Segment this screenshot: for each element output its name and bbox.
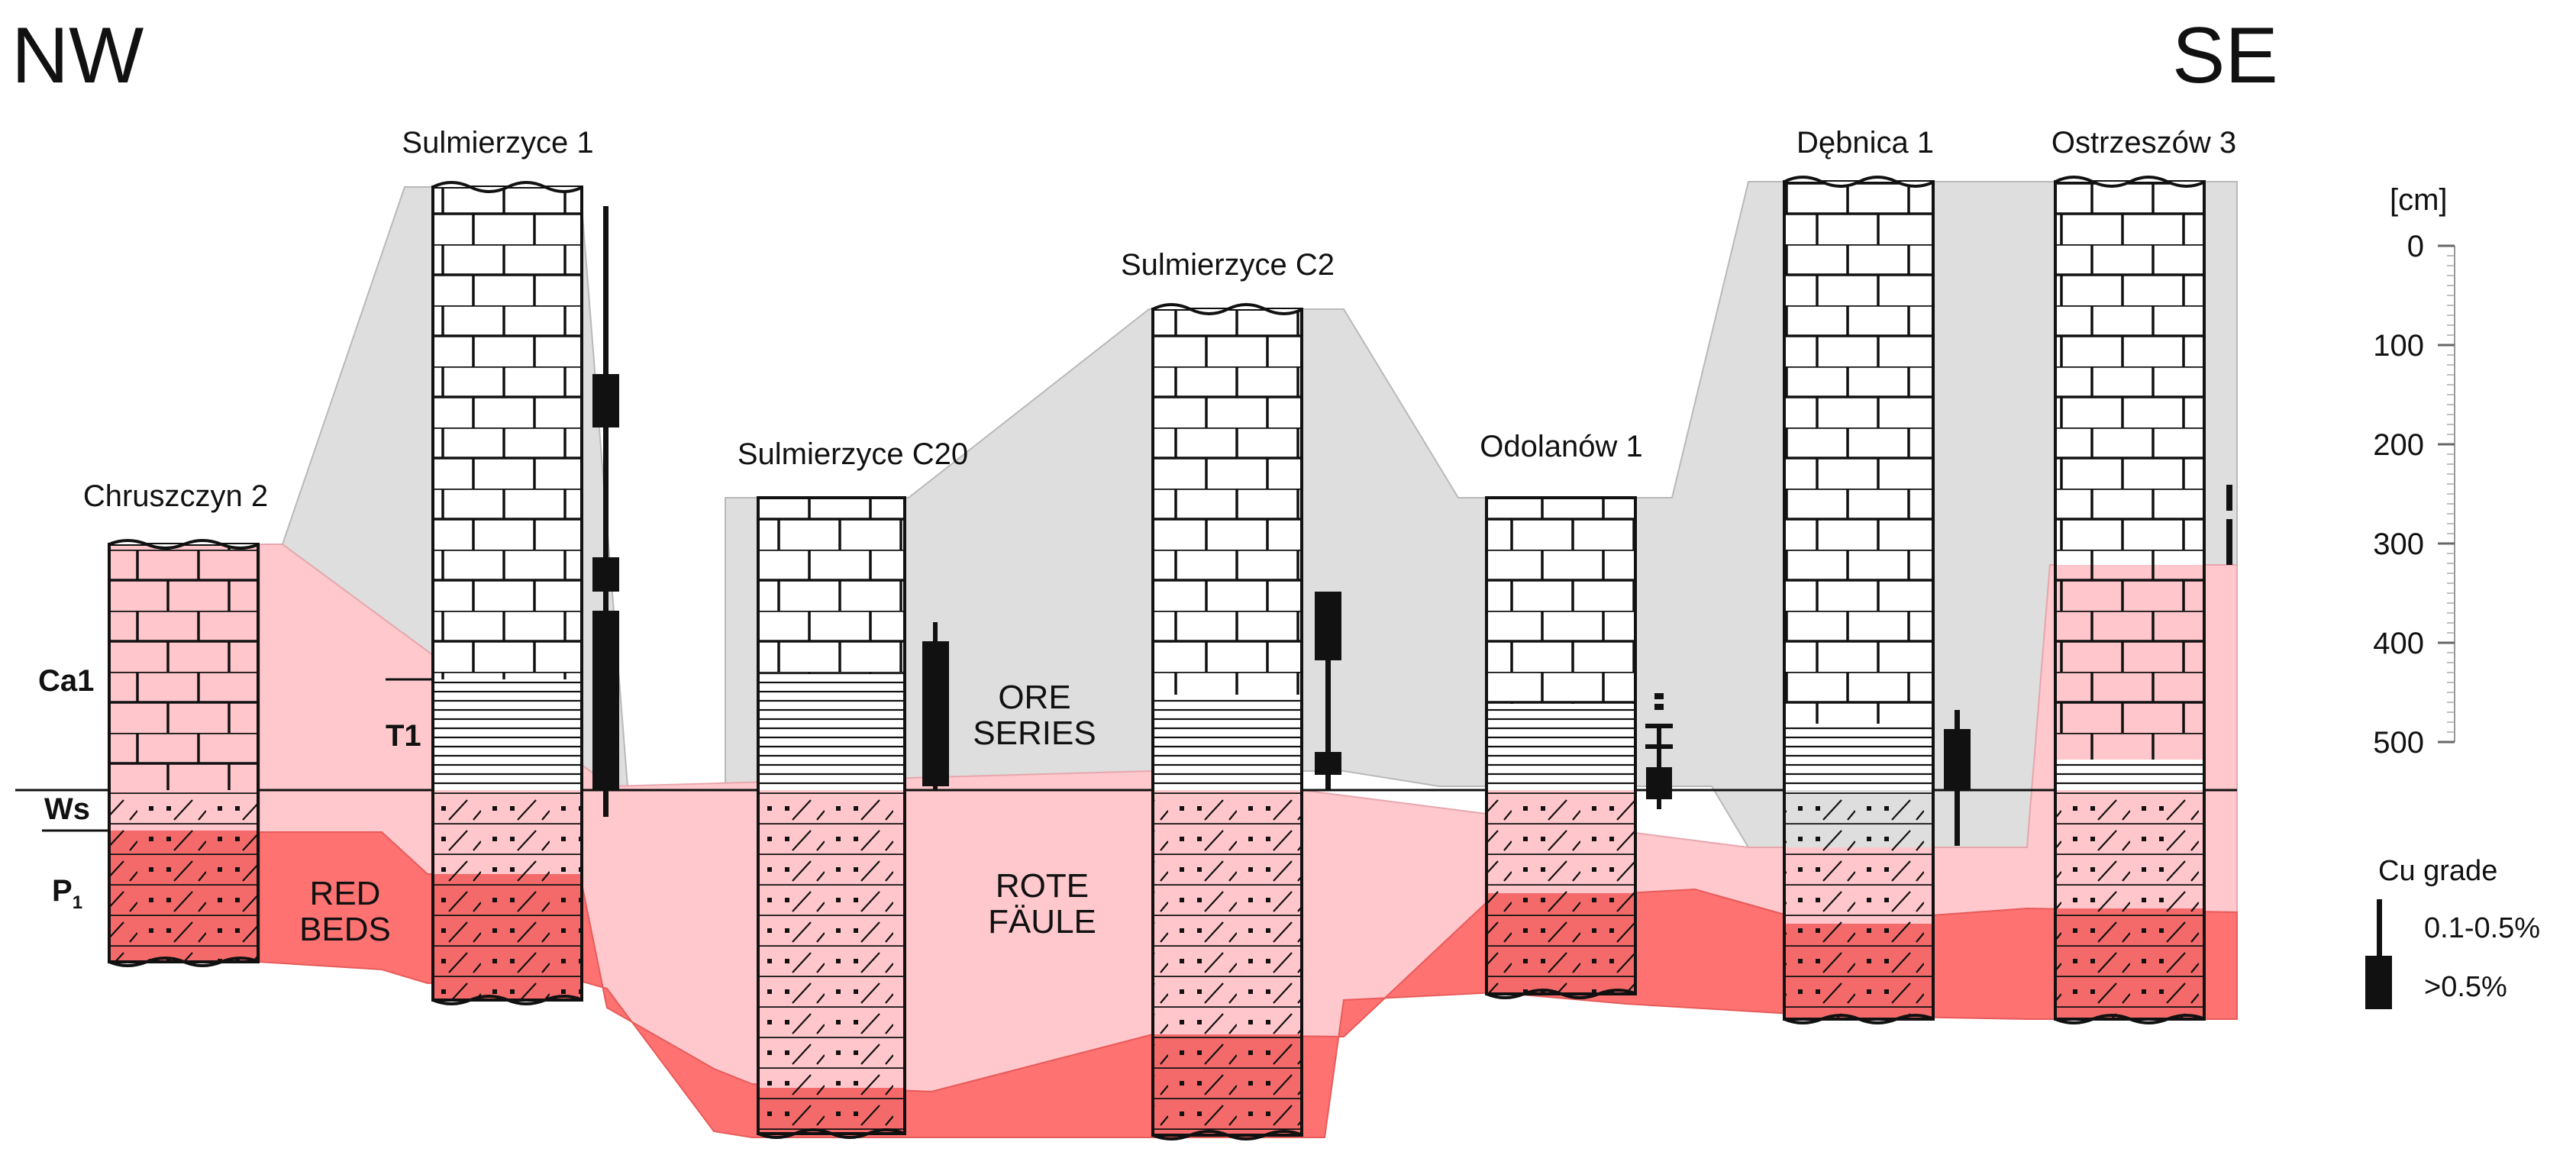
column-sulmierzyce-1 [431, 181, 619, 1005]
legend-low-symbol [2377, 899, 2382, 964]
scale-tick-label: 0 [2407, 230, 2424, 263]
cu-grade-block [922, 641, 949, 786]
scale-unit-label: [cm] [2390, 183, 2448, 217]
column-sulmierzyce-c2 [1151, 303, 1341, 1140]
column-sulmierzyce-c20 [757, 496, 949, 1139]
well-label-odolanow-1: Odolanów 1 [1480, 430, 1642, 463]
well-label-sulmierzyce-c20: Sulmierzyce C20 [738, 437, 968, 471]
cu-grade-block [1944, 729, 1971, 790]
ore-series-label-line1: ORE [998, 679, 1070, 716]
column-debnica-1 [1783, 176, 1971, 1024]
ore-series-label-line2: SERIES [973, 715, 1096, 752]
legend-high-label: >0.5% [2424, 971, 2507, 1003]
legend-title: Cu grade [2378, 855, 2497, 887]
scale-tick-label: 300 [2373, 527, 2424, 561]
red-beds-label-line1: RED [310, 875, 381, 912]
cu-grade-bar [603, 206, 608, 817]
depth-scale: [cm] 0 100 200 300 400 500 [2373, 183, 2455, 760]
direction-nw: NW [11, 11, 144, 100]
cu-grade-block [1646, 767, 1672, 799]
rote-faule-label-line1: ROTE [996, 867, 1089, 905]
cu-grade-block [592, 611, 619, 790]
unit-label-ws: Ws [44, 792, 90, 826]
well-label-ostrzeszow-3: Ostrzeszów 3 [2051, 126, 2236, 160]
red-beds-label-line2: BEDS [299, 911, 391, 948]
cu-grade-block [1315, 592, 1341, 660]
well-label-chruszczyn-2: Chruszczyn 2 [83, 479, 268, 513]
scale-tick-label: 100 [2373, 329, 2424, 363]
well-label-sulmierzyce-c2: Sulmierzyce C2 [1121, 248, 1335, 282]
legend-high-symbol [2365, 956, 2392, 1009]
scale-tick-label: 500 [2373, 726, 2424, 760]
cu-grade-block [1315, 752, 1341, 775]
unit-label-p1: P1 [52, 874, 82, 913]
cu-grade-bar [2226, 519, 2232, 565]
cu-grade-block [592, 374, 619, 427]
scale-ticks: 0 100 200 300 400 500 [2373, 230, 2455, 760]
cu-grade-bar [2226, 485, 2232, 511]
cu-grade-legend: Cu grade 0.1-0.5% >0.5% [2365, 855, 2540, 1009]
unit-label-t1: T1 [386, 719, 421, 753]
scale-tick-label: 200 [2373, 428, 2424, 462]
column-chruszczyn-2 [108, 539, 260, 967]
well-label-debnica-1: Dębnica 1 [1796, 126, 1934, 160]
red-beds-zone [259, 831, 2238, 1138]
rote-faule-label-line2: FÄULE [988, 903, 1096, 940]
direction-se: SE [2172, 11, 2278, 100]
unit-label-ca1: Ca1 [38, 664, 94, 698]
column-ostrzeszow-3 [2054, 176, 2232, 1024]
column-odolanow-1 [1485, 496, 1673, 999]
well-label-sulmierzyce-1: Sulmierzyce 1 [402, 126, 593, 160]
cu-grade-block [592, 557, 619, 592]
cu-grade-bar [1325, 592, 1331, 790]
scale-tick-label: 400 [2373, 627, 2424, 660]
legend-low-label: 0.1-0.5% [2424, 912, 2540, 944]
